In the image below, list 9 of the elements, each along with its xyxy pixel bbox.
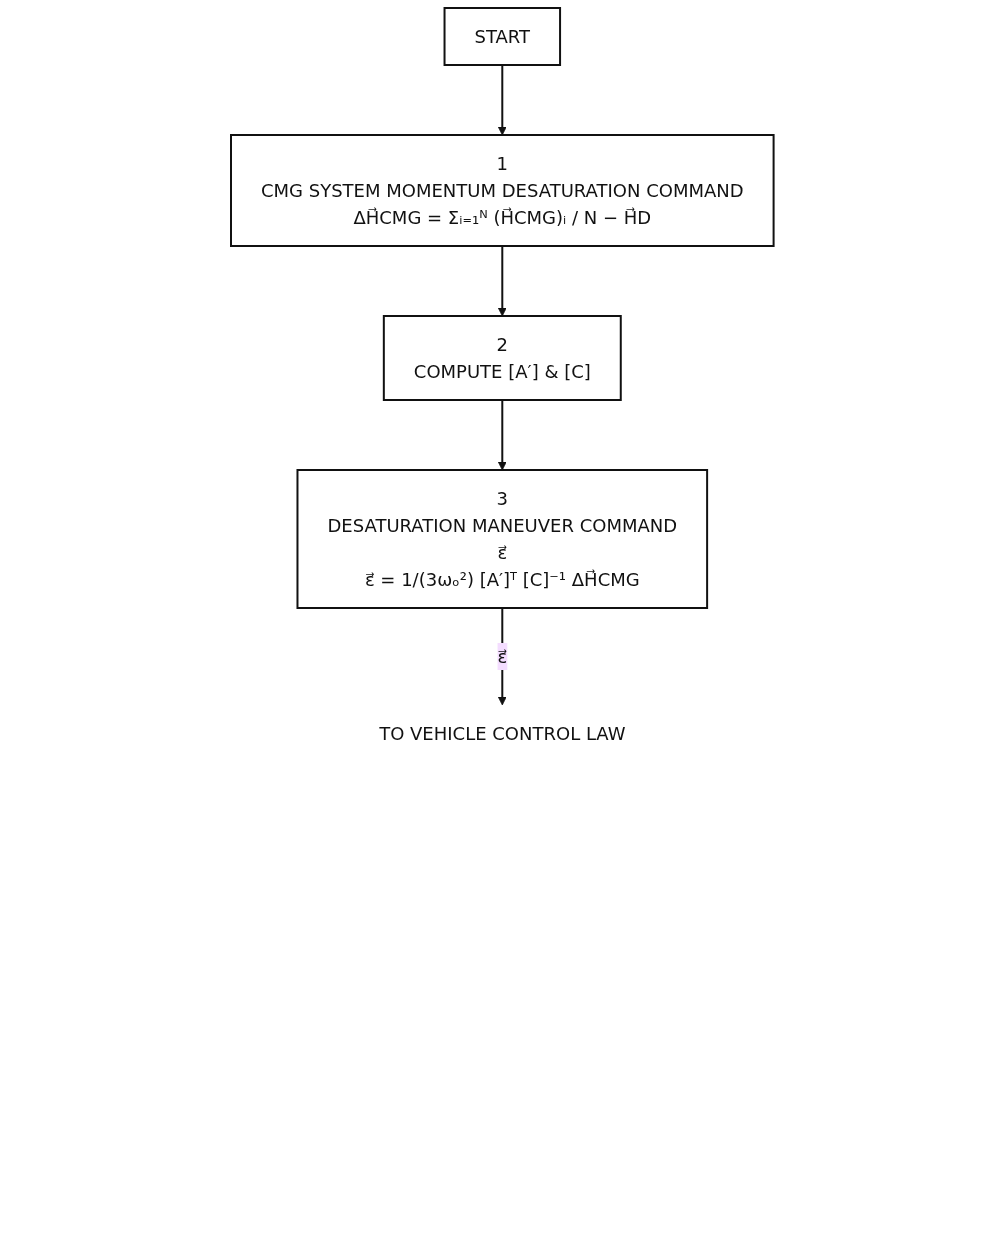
edge-label: ε⃗ <box>497 646 508 667</box>
node-text: TO VEHICLE CONTROL LAW <box>379 723 626 744</box>
node-box: 2 COMPUTE [A′] & [C] <box>383 315 622 401</box>
node-box: 1 CMG SYSTEM MOMENTUM DESATURATION COMMAND ΔH⃗CMG = Σᵢ₌₁ᴺ (H⃗CMG)ᵢ / N − H⃗D <box>230 134 775 247</box>
node-box: 3 DESATURATION MANEUVER COMMAND ε⃗ ε⃗ = 1/(3ωₒ²) [A′]ᵀ [C]⁻¹ ΔH⃗CMG <box>296 469 709 609</box>
arrow <box>498 399 507 471</box>
arrow <box>498 245 507 317</box>
arrow <box>498 64 507 136</box>
node-box: START <box>443 7 562 66</box>
